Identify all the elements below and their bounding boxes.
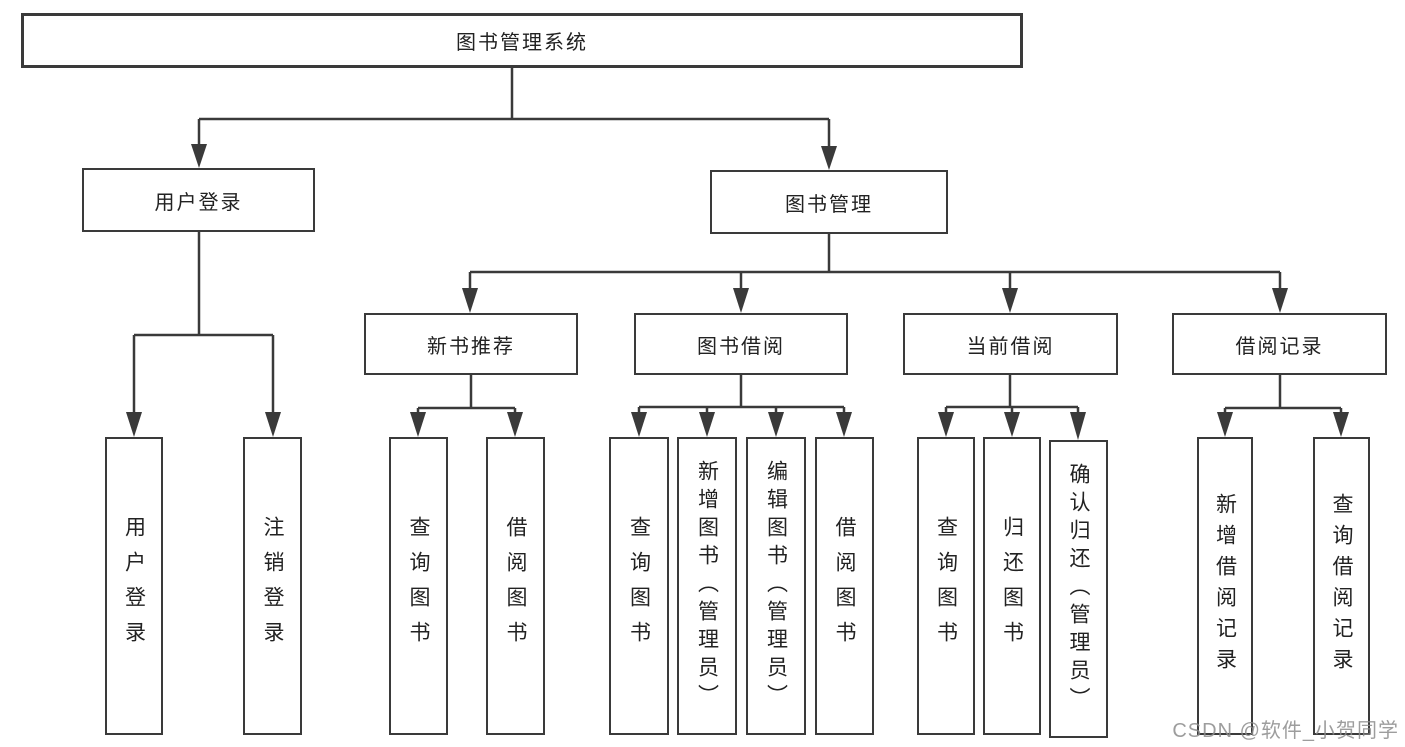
node-leaf-edit-books-admin: 编辑图书（管理员）	[746, 437, 806, 735]
connector-current-borrow-children	[944, 375, 1080, 412]
node-label: 图书借阅	[697, 335, 785, 358]
node-leaf-return-books: 归还图书	[983, 437, 1041, 735]
node-book-management: 图书管理	[710, 170, 948, 234]
node-label: 图书管理	[785, 193, 873, 216]
node-leaf-add-books-admin: 新增图书（管理员）	[677, 437, 737, 735]
node-label: 用户登录	[122, 516, 146, 656]
node-label: 借阅图书	[833, 516, 856, 656]
csdn-watermark: CSDN @软件_小贺同学	[1172, 720, 1399, 742]
node-label: 新增借阅记录	[1213, 493, 1237, 679]
node-library-management-system: 图书管理系统	[21, 13, 1023, 68]
node-leaf-query-borrow-record: 查询借阅记录	[1313, 437, 1370, 735]
arrowheads-user-login-children	[126, 412, 281, 437]
node-label: 注销登录	[261, 516, 284, 656]
node-label: 查询借阅记录	[1330, 493, 1353, 679]
node-current-borrowing: 当前借阅	[903, 313, 1118, 375]
node-leaf-query-books-current: 查询图书	[917, 437, 975, 735]
node-borrowing-records: 借阅记录	[1172, 313, 1387, 375]
node-book-borrowing: 图书借阅	[634, 313, 848, 375]
node-leaf-logout: 注销登录	[243, 437, 302, 735]
node-leaf-user-login: 用户登录	[105, 437, 163, 735]
node-label: 借阅记录	[1235, 335, 1324, 358]
arrowheads-level2	[191, 144, 837, 170]
node-new-book-recommendation: 新书推荐	[364, 313, 578, 375]
arrowheads-new-book-children	[410, 412, 523, 437]
connector-book-borrow-children	[637, 375, 846, 412]
node-label: 查询图书	[934, 516, 958, 656]
node-label: 图书管理系统	[456, 32, 588, 54]
arrowheads-borrow-record-children	[1217, 412, 1349, 437]
node-label: 借阅图书	[504, 516, 527, 656]
node-leaf-borrow-books-borrowing: 借阅图书	[815, 437, 874, 735]
connector-root-to-level2	[197, 68, 831, 146]
node-label: 确认归还（管理员）	[1067, 463, 1090, 715]
connector-book-management-children	[468, 234, 1282, 288]
node-label: 当前借阅	[966, 335, 1055, 358]
node-leaf-confirm-return-admin: 确认归还（管理员）	[1049, 440, 1108, 738]
connector-user-login-children	[132, 232, 275, 412]
arrowheads-level3	[462, 288, 1288, 313]
node-label: 用户登录	[154, 191, 243, 214]
arrowheads-current-borrow-children	[938, 412, 1086, 440]
node-leaf-query-books-recommend: 查询图书	[389, 437, 448, 735]
arrowheads-book-borrow-children	[631, 412, 852, 437]
node-leaf-borrow-books-recommend: 借阅图书	[486, 437, 545, 735]
node-leaf-add-borrow-record: 新增借阅记录	[1197, 437, 1253, 735]
node-label: 新增图书（管理员）	[695, 460, 719, 712]
node-user-login: 用户登录	[82, 168, 315, 232]
node-label: 查询图书	[627, 516, 651, 656]
node-label: 归还图书	[1000, 516, 1024, 656]
node-label: 查询图书	[407, 516, 430, 656]
node-leaf-query-books-borrowing: 查询图书	[609, 437, 669, 735]
node-label: 编辑图书（管理员）	[764, 460, 788, 712]
node-label: 新书推荐	[427, 335, 515, 358]
connector-borrow-record-children	[1223, 375, 1343, 412]
connector-new-book-children	[416, 375, 517, 412]
